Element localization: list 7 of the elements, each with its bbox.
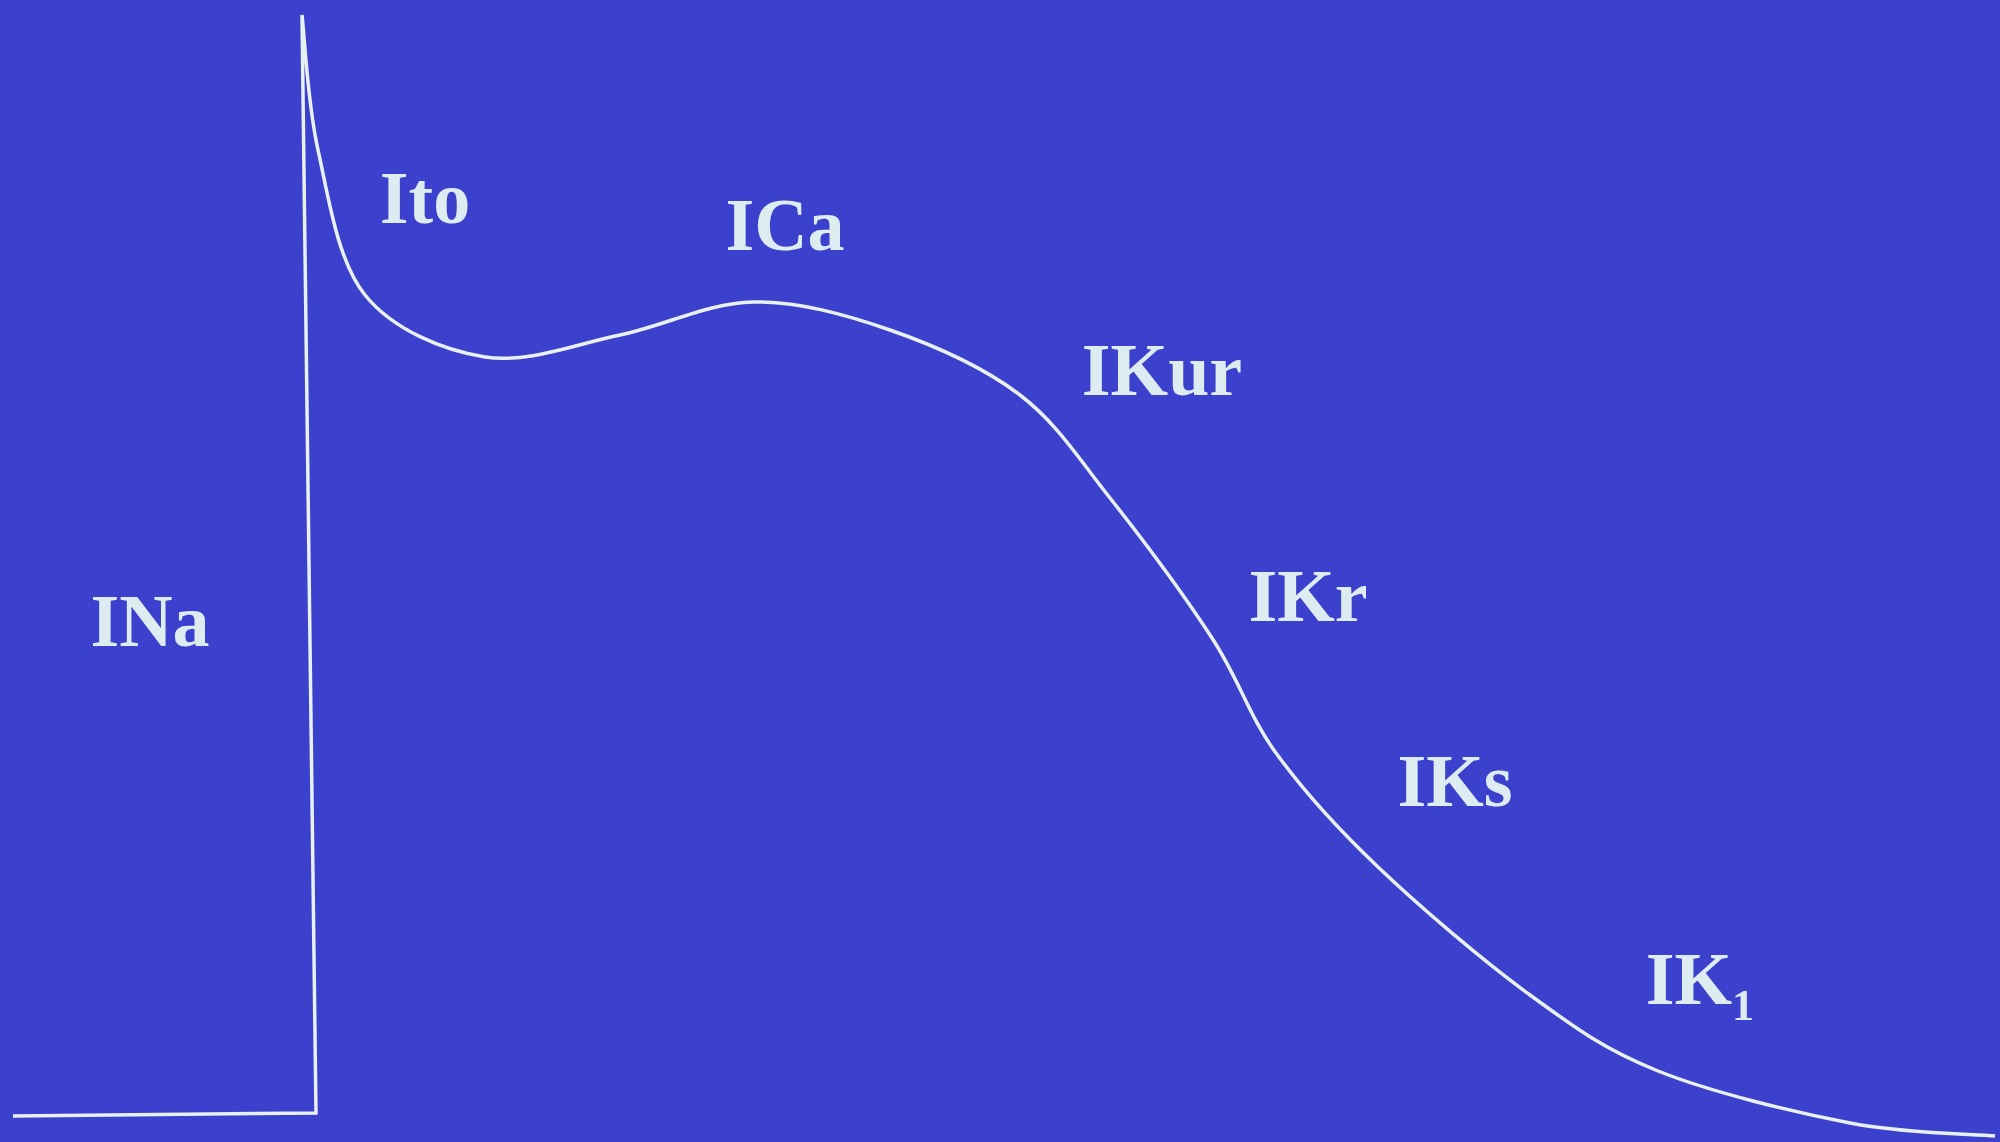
current-label: ICa [725, 188, 845, 262]
current-label: Ito [379, 161, 471, 235]
current-label: IKs [1397, 744, 1513, 818]
current-label: IKr [1248, 559, 1368, 633]
current-label: INa [90, 584, 210, 658]
current-label: IK$_{1}$ [1645, 942, 1755, 1028]
current-label: IKur [1081, 333, 1243, 407]
